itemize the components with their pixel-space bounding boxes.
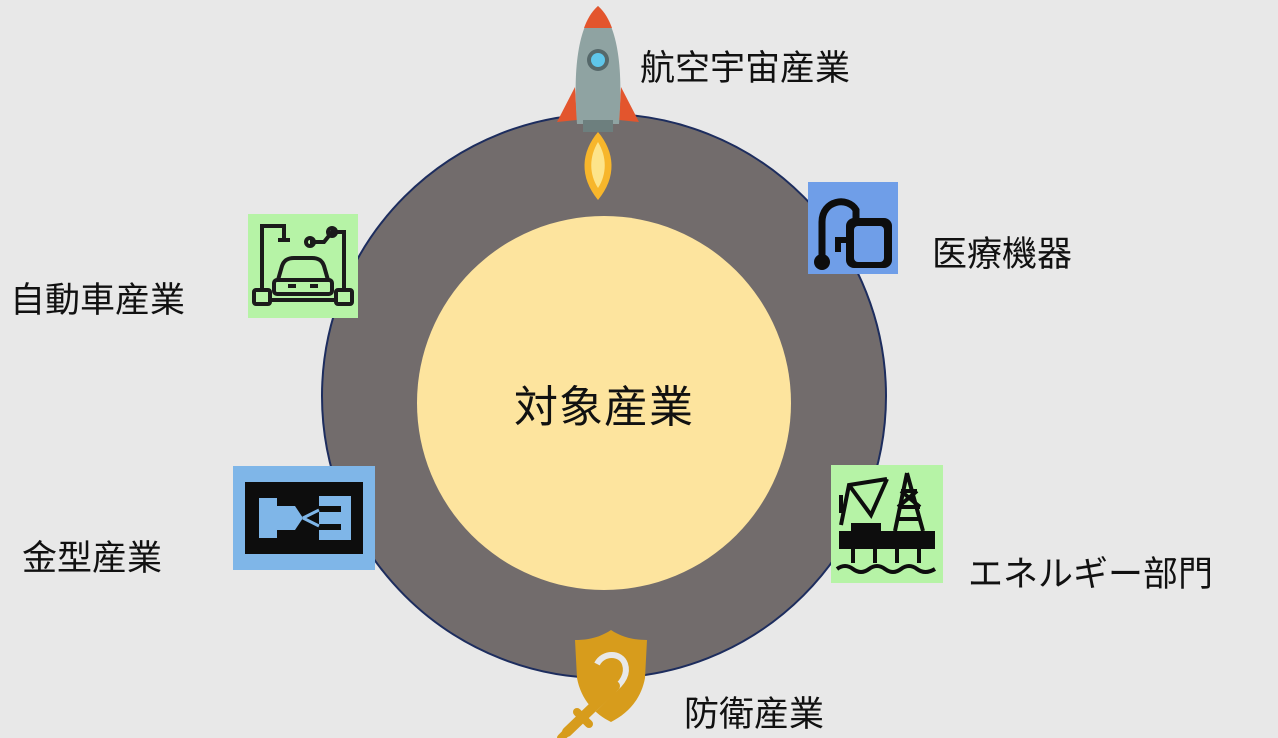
center-label: 対象産業: [514, 382, 694, 433]
defense-label: 防衛産業: [684, 695, 825, 735]
center-circle: 対象産業: [417, 216, 791, 590]
energy-label: エネルギー部門: [968, 555, 1214, 595]
robot-car-assembly-icon: [248, 214, 358, 318]
oil-rig-icon: [831, 465, 943, 583]
medical-label: 医療機器: [932, 235, 1073, 275]
medical-device-icon: [808, 182, 898, 274]
mold-icon: [233, 466, 375, 570]
aerospace-label: 航空宇宙産業: [640, 49, 851, 89]
automotive-label: 自動車産業: [10, 281, 186, 321]
rocket-icon: [553, 2, 643, 202]
mold-label: 金型産業: [22, 539, 163, 579]
shield-sword-icon: [553, 628, 669, 738]
